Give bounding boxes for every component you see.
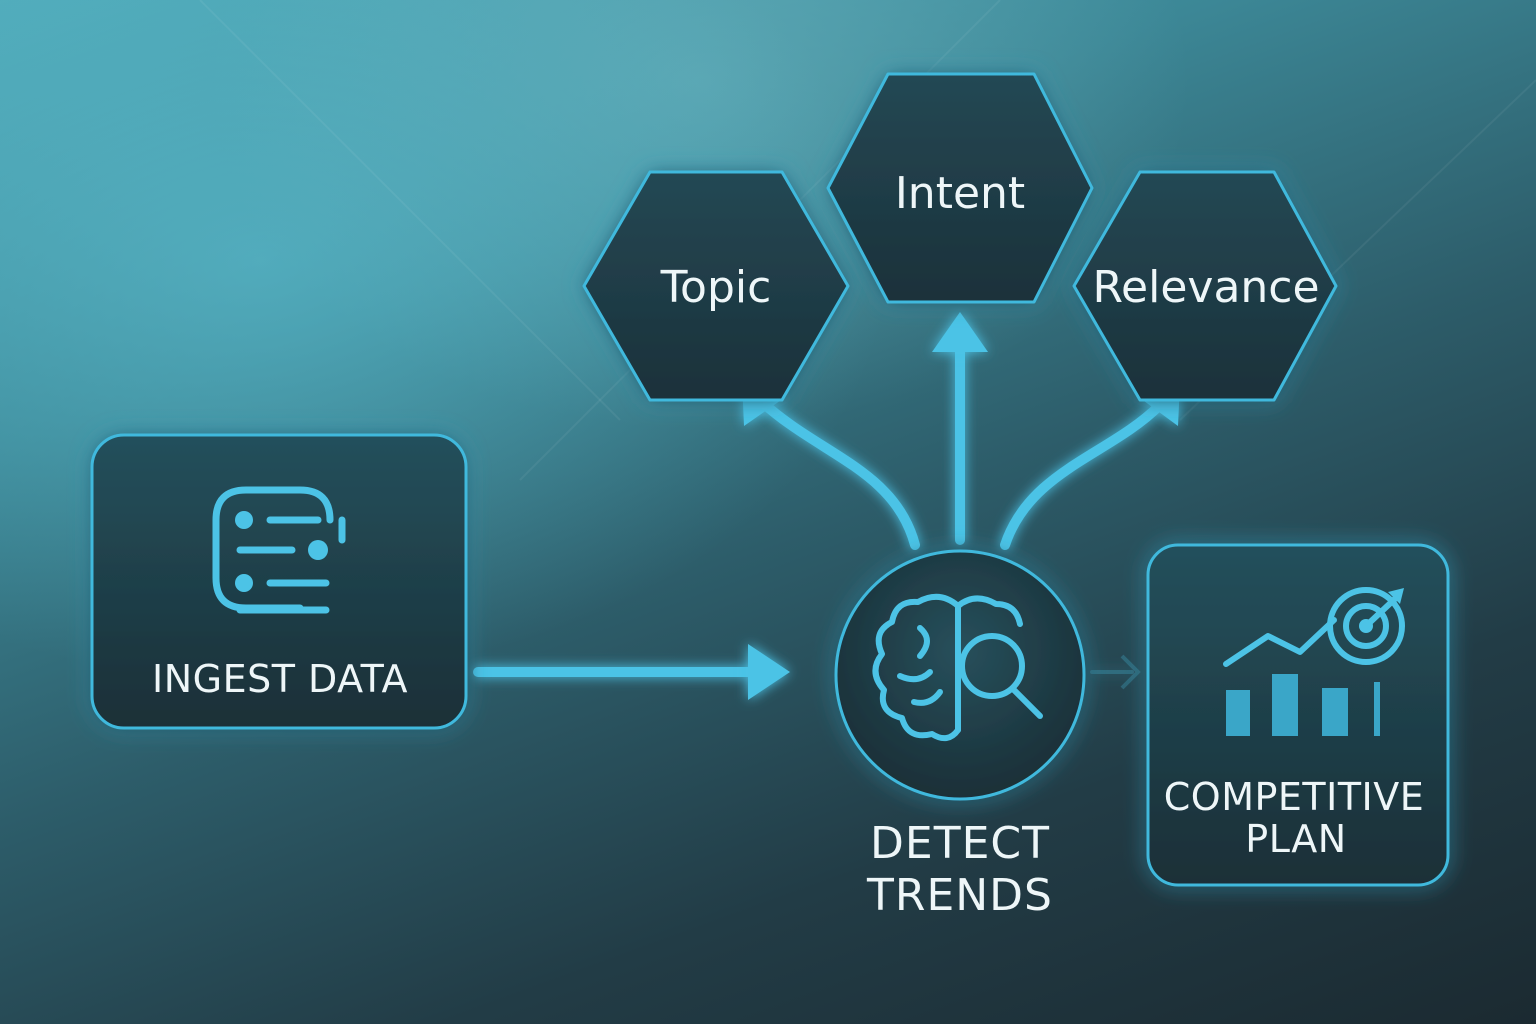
arrowhead-plan xyxy=(1120,654,1141,690)
node-relevance[interactable]: Relevance xyxy=(1072,170,1338,402)
node-topic[interactable]: Topic xyxy=(582,170,850,402)
arrowhead-intent xyxy=(932,312,988,352)
node-relevance-label: Relevance xyxy=(1092,262,1319,313)
arrowhead-ingest xyxy=(748,644,790,700)
node-intent-hexagon xyxy=(826,72,1094,304)
brain-search-icon xyxy=(872,593,1043,742)
connectors xyxy=(473,335,1165,677)
node-competitive-plan-label-line2: PLAN xyxy=(1245,817,1346,861)
node-competitive-plan[interactable]: COMPETITIVE PLAN xyxy=(1146,543,1450,887)
node-detect-trends[interactable]: DETECT TRENDS xyxy=(834,549,1086,921)
node-ingest-data[interactable]: INGEST DATA xyxy=(90,433,468,730)
node-topic-hexagon xyxy=(582,170,850,402)
data-list-icon xyxy=(212,486,346,614)
node-detect-trends-label-line2: TRENDS xyxy=(866,870,1053,921)
node-topic-label: Topic xyxy=(660,262,772,313)
arrow-detect-to-relevance xyxy=(1000,400,1165,550)
node-intent-label: Intent xyxy=(895,168,1025,219)
node-competitive-plan-label-line1: COMPETITIVE xyxy=(1164,775,1425,819)
background-line xyxy=(199,0,621,421)
node-detect-trends-label-line1: DETECT xyxy=(870,818,1050,869)
node-ingest-data-label: INGEST DATA xyxy=(152,657,408,701)
node-intent[interactable]: Intent xyxy=(826,72,1094,304)
growth-chart-target-icon xyxy=(1223,587,1405,736)
node-relevance-hexagon xyxy=(1072,170,1338,402)
arrow-detect-to-topic xyxy=(757,397,920,550)
